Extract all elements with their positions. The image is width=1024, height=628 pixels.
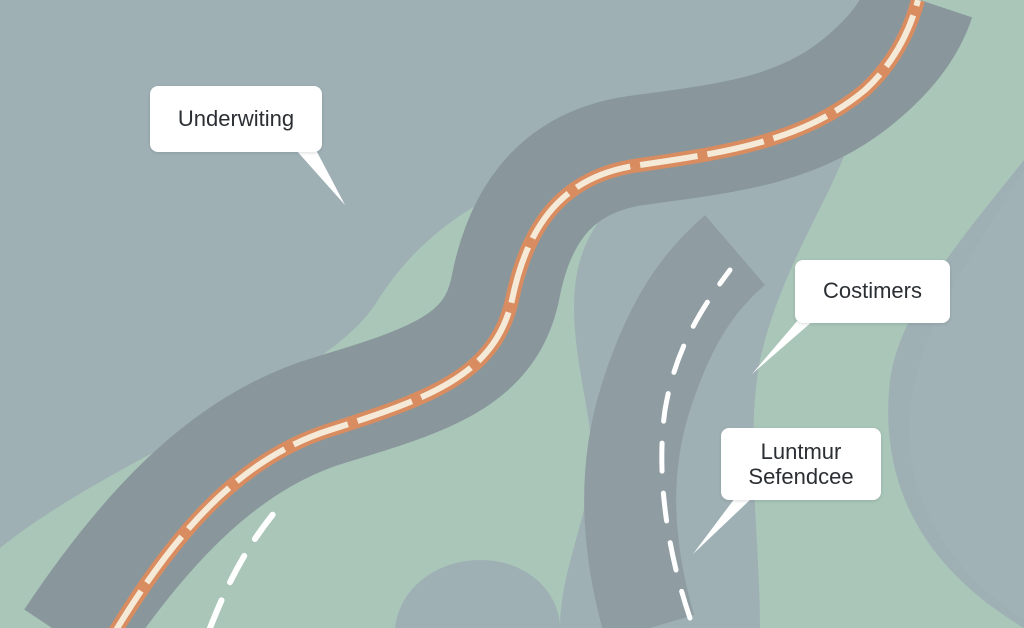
underwriting-callout: Underwiting (150, 86, 322, 152)
customers-callout: Costimers (795, 260, 950, 323)
main-road-dash-line (113, 0, 921, 628)
underwriting-pointer (296, 150, 345, 205)
branch-road (584, 215, 766, 628)
right-grey-area (909, 170, 1024, 620)
customers-pointer (752, 320, 814, 374)
land-patch-bottom (395, 560, 560, 628)
main-road-lane-dashes (207, 497, 288, 628)
branch-road-dashes (659, 267, 733, 621)
lantern-callout: Luntmur Sefendcee (721, 428, 881, 500)
main-road (24, 0, 973, 628)
lantern-pointer (693, 498, 752, 554)
